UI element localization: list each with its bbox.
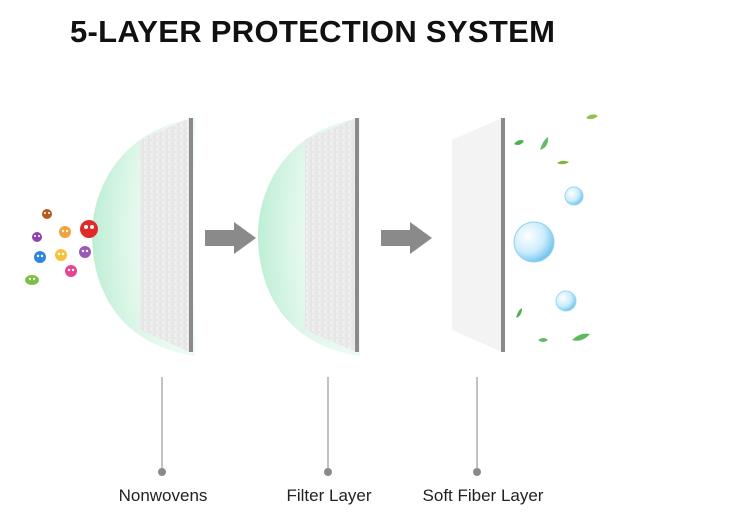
layer-label-soft-fiber: Soft Fiber Layer	[422, 486, 544, 505]
water-bubble-icon	[513, 221, 555, 263]
leaf-icon	[516, 308, 522, 318]
layer-nonwovens	[92, 118, 195, 356]
layer-label-filter: Filter Layer	[286, 486, 372, 505]
germ-icon	[42, 209, 52, 219]
water-bubble-icon	[555, 290, 577, 312]
sheet-soft-fiber	[452, 118, 502, 352]
sheet-edge-filter	[355, 118, 359, 352]
water-bubble-icon	[564, 186, 584, 206]
germ-icon	[55, 249, 67, 261]
leader-dot	[158, 468, 166, 476]
germ-icon	[80, 220, 98, 238]
germ-icon	[79, 246, 91, 258]
leader-dot	[324, 468, 332, 476]
sheet-edge-soft-fiber	[501, 118, 505, 352]
germ-icon	[34, 251, 46, 263]
bubble-cluster	[513, 186, 584, 312]
leaf-icon	[572, 333, 590, 341]
leaf-cluster	[514, 114, 598, 342]
sheet-edge-nonwovens	[189, 118, 193, 352]
sheet-nonwovens	[140, 118, 190, 352]
arrow-right-icon	[381, 222, 432, 254]
germ-icon	[32, 232, 42, 242]
germ-cluster	[25, 209, 98, 285]
leaf-icon	[557, 160, 569, 165]
sheet-filter	[305, 118, 356, 352]
leaf-icon	[540, 137, 549, 150]
leader-lines	[158, 377, 481, 476]
leaf-icon	[514, 140, 524, 145]
leaf-icon	[586, 114, 598, 120]
layer-label-nonwovens: Nonwovens	[118, 486, 208, 505]
leaf-icon	[538, 338, 548, 342]
layer-soft-fiber	[452, 118, 505, 352]
germ-icon	[65, 265, 77, 277]
germ-icon	[25, 275, 39, 285]
page-title: 5-LAYER PROTECTION SYSTEM	[70, 14, 556, 49]
leader-dot	[473, 468, 481, 476]
layer-filter	[258, 118, 360, 356]
arrow-right-icon	[205, 222, 256, 254]
germ-icon	[59, 226, 71, 238]
